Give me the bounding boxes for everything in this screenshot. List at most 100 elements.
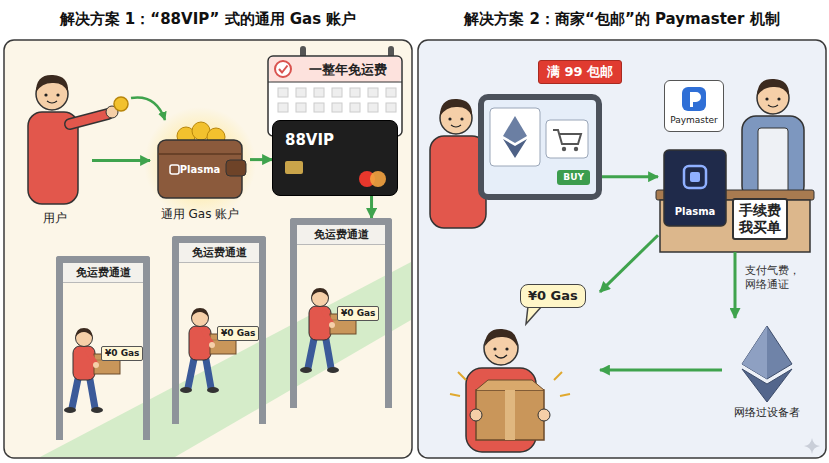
cashier-figure	[768, 105, 778, 107]
receiver-figure	[554, 372, 562, 380]
user-figure	[70, 114, 108, 124]
receiver-figure: ¥0 Gas	[440, 278, 600, 452]
panel-ground	[4, 40, 412, 458]
cashier-figure	[777, 97, 780, 100]
badge-label: Paymaster	[670, 115, 718, 126]
edge-label: 支付气费， 网络通证	[745, 264, 800, 292]
receiver-figure	[493, 347, 496, 350]
calendar	[269, 57, 401, 82]
validator-label: 网络过设备者	[734, 406, 800, 419]
user-figure	[460, 117, 463, 120]
gate-sign: 免运费通道	[179, 243, 259, 263]
counter	[690, 172, 700, 182]
panel: 解决方案 1：“88VIP” 式的通用 Gas 账户用户Plasma通用 Gas…	[4, 4, 412, 458]
wallet	[170, 165, 179, 174]
panel-ground	[418, 40, 826, 458]
panel-title: 解决方案 1：“88VIP” 式的通用 Gas 账户	[60, 10, 357, 28]
calendar	[386, 88, 396, 97]
walking-courier	[64, 288, 356, 413]
paymaster-icon	[682, 87, 706, 111]
receiver-figure	[485, 329, 517, 346]
connector-group	[92, 160, 735, 370]
connector-arrow	[600, 369, 722, 372]
gate-sign: 免运费通道	[297, 225, 385, 245]
coin	[131, 97, 165, 120]
calendar	[350, 103, 360, 112]
calendar	[350, 88, 360, 97]
free-shipping-gate: 免运费通道 ¥0 Gas	[172, 236, 266, 424]
user-figure	[47, 101, 57, 103]
speech-bubble: ¥0 Gas	[520, 284, 586, 308]
calendar	[314, 88, 324, 97]
calendar	[268, 82, 402, 83]
walking-courier	[300, 288, 356, 373]
calendar	[279, 66, 288, 73]
user-figure	[440, 99, 472, 116]
user-figure	[451, 125, 461, 127]
gas-tag-text: ¥0 Gas	[105, 348, 139, 359]
gas-tag: ¥0 Gas	[337, 306, 379, 321]
panel: 解决方案 2：商家“包邮”的 Paymaster 机制满 99 包邮 BUY Pay…	[418, 4, 826, 458]
gas-tag: ¥0 Gas	[217, 326, 259, 341]
user-figure	[448, 117, 451, 120]
paymaster-badge: Paymaster	[664, 80, 724, 132]
receiver-figure	[470, 409, 482, 421]
counter	[664, 150, 726, 226]
card-chip	[285, 161, 303, 174]
promo-banner: 满 99 包邮	[538, 60, 622, 84]
calendar	[368, 103, 378, 112]
checkout-counter: Plasma 手续费 我买单	[658, 140, 812, 252]
gas-tag-text: ¥0 Gas	[221, 328, 255, 339]
walking-courier	[64, 328, 120, 413]
watermark-star	[804, 438, 820, 454]
ethereum-logo	[742, 369, 792, 402]
panel-title: 解决方案 2：商家“包邮”的 Paymaster 机制	[464, 10, 779, 28]
ethereum-logo	[742, 326, 792, 402]
calendar	[296, 88, 306, 97]
ethereum-validator: 网络过设备者	[722, 318, 812, 422]
panel-ground	[4, 40, 826, 458]
fee-sign: 手续费 我买单	[732, 198, 788, 240]
user-figure	[36, 75, 68, 92]
cashier-figure	[757, 79, 789, 96]
receiver-figure	[495, 355, 507, 358]
gas-tag: ¥0 Gas	[101, 346, 143, 361]
receiver-figure	[505, 347, 508, 350]
calendar	[314, 103, 324, 112]
banner-text: 满 99 包邮	[547, 64, 613, 80]
user-figure	[44, 93, 47, 96]
cashier-figure	[742, 79, 804, 200]
wallet	[226, 160, 246, 176]
ethereum-logo	[742, 326, 792, 379]
receiver-figure	[476, 390, 544, 440]
receiver-figure	[450, 394, 460, 396]
counter	[684, 166, 706, 188]
cashier-figure	[742, 116, 804, 200]
receiver-figure	[476, 380, 544, 390]
buy-button: BUY	[557, 170, 590, 185]
user-figure: 用户	[18, 75, 92, 225]
connector-arrow	[600, 235, 658, 292]
receiver-figure	[526, 306, 542, 324]
walking-courier	[180, 308, 236, 393]
receiver-figure	[458, 372, 466, 380]
connector-arrow	[370, 196, 373, 218]
calendar	[332, 88, 342, 97]
receiver-figure	[538, 409, 550, 421]
green-walkway	[40, 262, 411, 457]
gate-sign: 免运费通道	[63, 263, 143, 283]
card-logo	[370, 171, 386, 187]
register-brand: Plasma	[664, 206, 726, 218]
calendar	[278, 88, 288, 97]
shopping-tablet: BUY	[478, 94, 602, 200]
calendar	[332, 103, 342, 112]
watermark-star	[804, 438, 820, 454]
calendar	[386, 103, 396, 112]
wallet	[144, 107, 256, 219]
connector-arrow	[734, 252, 737, 318]
card-name: 88VIP	[285, 131, 334, 149]
